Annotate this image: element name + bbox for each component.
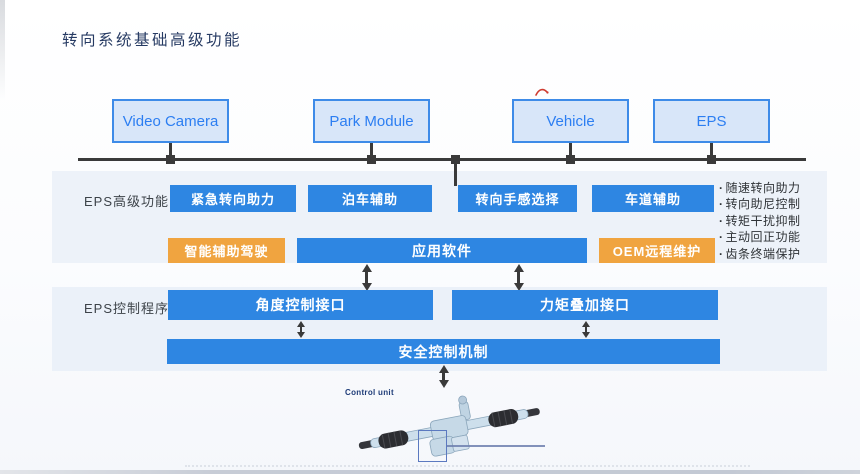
flow-arrow (365, 271, 368, 284)
list-item: 转向助尼控制 (719, 196, 829, 212)
video-edge-artifact (0, 0, 5, 100)
flow-arrow (442, 372, 445, 381)
flow-arrow (585, 327, 587, 332)
bus-drop-stem (454, 161, 457, 186)
interface-angle-control: 角度控制接口 (168, 290, 433, 320)
module-vehicle: Vehicle (512, 99, 629, 143)
basic-functions-list: 随速转向助力 转向助尼控制 转矩干扰抑制 主动回正功能 齿条终端保护 (719, 180, 829, 262)
module-stem-eps (710, 143, 713, 160)
flow-arrow (517, 271, 520, 284)
bus-node (367, 155, 376, 164)
module-park-module-label: Park Module (329, 112, 414, 130)
bottom-dotted-line (185, 465, 750, 467)
bus-node (166, 155, 175, 164)
module-park-module: Park Module (313, 99, 430, 143)
bus-node (707, 155, 716, 164)
section-label-eps-advanced: EPS高级功能 (84, 194, 170, 209)
bottom-edge-bar (0, 470, 860, 474)
function-emergency-steering-assist: 紧急转向助力 (170, 185, 296, 212)
middleware-intelligent-driving-assist: 智能辅助驾驶 (168, 238, 285, 263)
function-lane-assist: 车道辅助 (592, 185, 714, 212)
list-item: 齿条终端保护 (719, 246, 829, 262)
module-stem-park-module (370, 143, 373, 160)
flow-arrow (300, 327, 302, 332)
middleware-oem-remote-maintenance: OEM远程维护 (599, 238, 715, 263)
module-video-camera: Video Camera (112, 99, 229, 143)
control-unit-highlight-box (418, 430, 447, 462)
module-eps-label: EPS (696, 112, 727, 130)
middleware-application-software: 应用软件 (297, 238, 587, 263)
control-unit-caption: Control unit (345, 388, 394, 397)
list-item: 转矩干扰抑制 (719, 213, 829, 229)
slide-title: 转向系统基础高级功能 (62, 32, 243, 49)
module-video-camera-label: Video Camera (122, 112, 219, 130)
bus-line (78, 158, 806, 161)
list-item: 随速转向助力 (719, 180, 829, 196)
section-label-eps-control: EPS控制程序 (84, 301, 170, 316)
bus-node (566, 155, 575, 164)
interface-torque-overlay: 力矩叠加接口 (452, 290, 718, 320)
bus-node (451, 155, 460, 164)
function-steering-feel-select: 转向手感选择 (458, 185, 577, 212)
steering-gear-image (358, 395, 540, 457)
function-park-assist: 泊车辅助 (308, 185, 432, 212)
safety-control-mechanism: 安全控制机制 (167, 339, 720, 364)
module-vehicle-label: Vehicle (546, 112, 595, 130)
list-item: 主动回正功能 (719, 229, 829, 245)
module-stem-video-camera (169, 143, 172, 160)
module-stem-vehicle (569, 143, 572, 160)
red-annotation-mark (535, 88, 549, 96)
module-eps: EPS (653, 99, 770, 143)
control-unit-leader-line (447, 445, 545, 447)
